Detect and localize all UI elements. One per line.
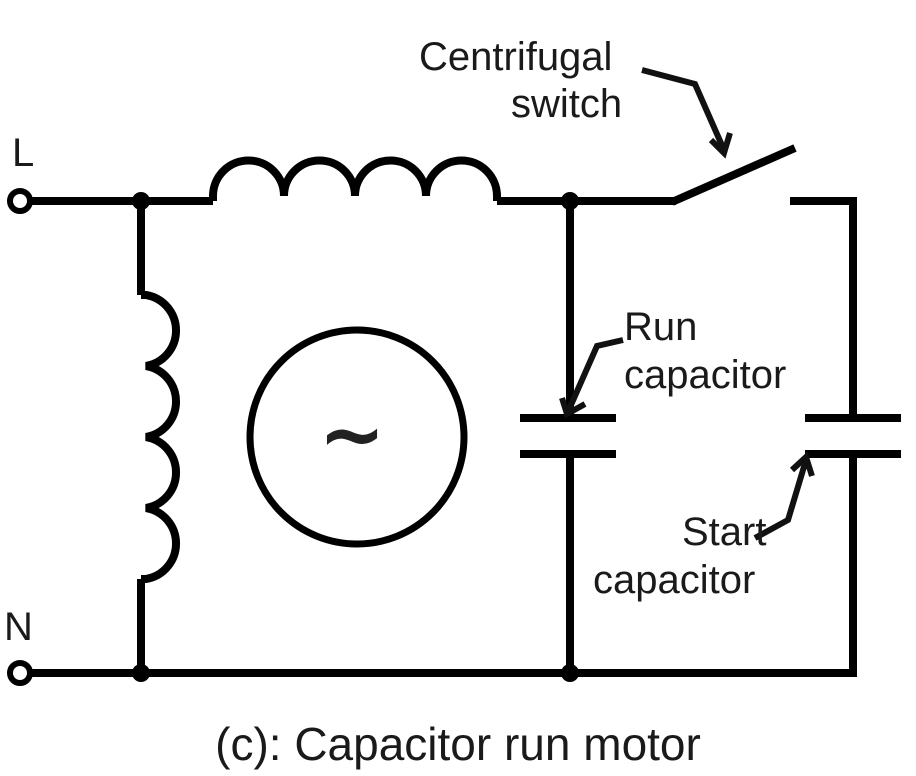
neutral-terminal (7, 660, 33, 686)
start-cap-label-line1: Start (682, 510, 766, 554)
line-terminal-label: L (12, 131, 34, 175)
auxiliary-winding-inductor (141, 291, 180, 583)
run-cap-label-line2: capacitor (624, 353, 786, 397)
main-winding-inductor (209, 156, 501, 201)
junction-dot (132, 192, 150, 210)
run-cap-label-line1: Run (624, 305, 697, 349)
figure-caption: (c): Capacitor run motor (215, 718, 701, 770)
motor-symbol (246, 326, 468, 548)
switch-pointer-arrow (641, 67, 733, 159)
start-cap-pointer-arrow (753, 451, 815, 541)
start-cap-label-line2: capacitor (593, 558, 755, 602)
run-cap-pointer-arrow (559, 337, 624, 419)
junction-dot (561, 664, 579, 682)
centrifugal-switch-blade (670, 144, 797, 206)
ac-tilde-icon: ~ (318, 388, 385, 481)
switch-output-wire (790, 197, 857, 420)
switch-label-line2: switch (511, 82, 622, 126)
neutral-terminal-label: N (4, 605, 33, 649)
switch-label-line1: Centrifugal (419, 35, 612, 79)
line-terminal (7, 188, 33, 214)
junction-dot (561, 192, 579, 210)
junction-dot (132, 664, 150, 682)
